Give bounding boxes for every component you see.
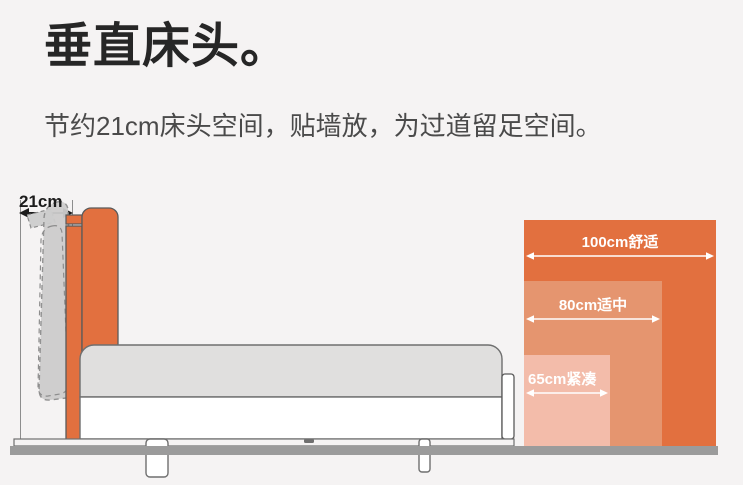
- footboard-panel: [501, 373, 515, 440]
- dimension-arrow-moderate: [526, 315, 660, 323]
- headboard-depth-label: 21cm: [19, 192, 63, 211]
- floor-line: [10, 446, 718, 455]
- zone-compact: [524, 355, 610, 447]
- bed-base: [13, 438, 515, 447]
- bed-frame-rail: [79, 396, 503, 440]
- bed-center-support: [304, 439, 314, 443]
- headboard-back-strip: [65, 214, 83, 225]
- page-title: 垂直床头。: [44, 20, 290, 73]
- bed-side-view-illustration: [10, 200, 718, 478]
- mattress: [79, 344, 503, 398]
- zone-label-moderate: 80cm适中: [558, 297, 628, 314]
- bed-leg-rear: [418, 438, 431, 473]
- dimension-arrow-compact: [526, 389, 608, 397]
- dimension-arrow-comfortable: [526, 252, 714, 260]
- zone-label-compact: 65cm紧凑: [528, 371, 597, 388]
- page-subtitle: 节约21cm床头空间，贴墙放，为过道留足空间。: [44, 111, 602, 141]
- bed-leg-front: [145, 438, 169, 478]
- zone-label-comfortable: 100cm舒适: [581, 234, 659, 251]
